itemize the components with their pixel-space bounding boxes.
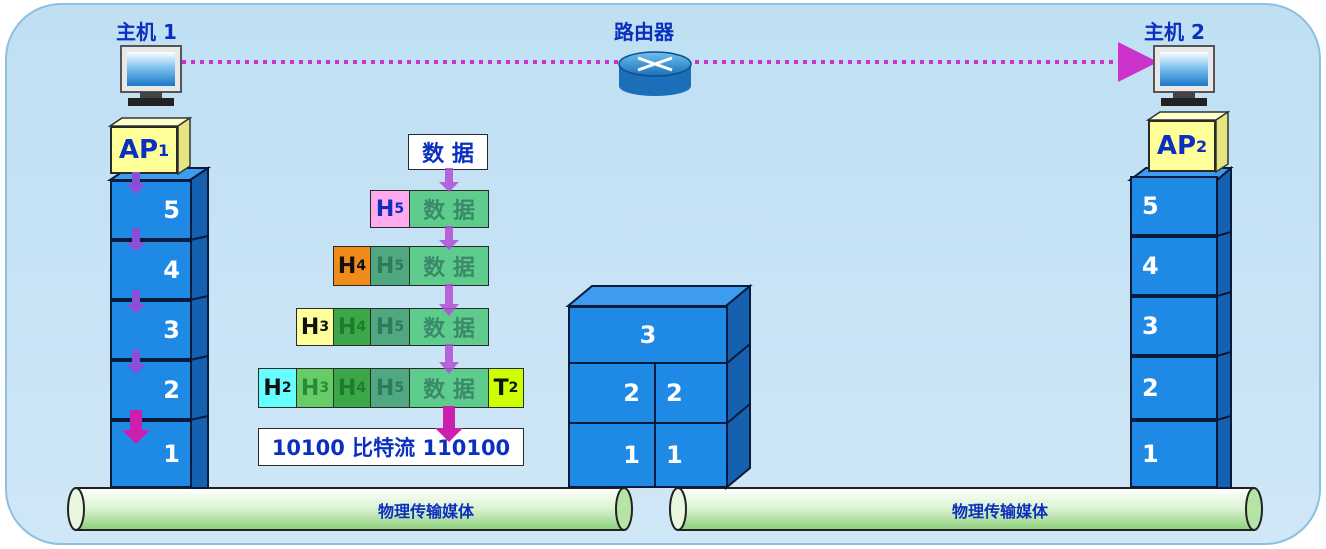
- sub-4: 4: [356, 380, 367, 396]
- data-box-l5: 数 据: [409, 190, 489, 228]
- sub-2: 2: [281, 380, 292, 396]
- physical-medium-right: [669, 487, 1263, 531]
- sub-2: 2: [508, 380, 519, 396]
- router-layer-2-right: 2: [654, 362, 728, 424]
- ap2-sub: 2: [1196, 136, 1208, 156]
- h-letter: H: [375, 253, 395, 279]
- right-layer-5: 5: [1130, 176, 1218, 236]
- router-icon: [618, 51, 692, 96]
- router-layer-3: 3: [568, 306, 728, 364]
- right-layer-4: 4: [1130, 236, 1218, 296]
- h-letter: H: [300, 375, 320, 401]
- right-layer-3: 3: [1130, 296, 1218, 356]
- sub-5: 5: [394, 258, 405, 274]
- sub-5: 5: [394, 319, 405, 335]
- ap1-sub: 1: [158, 140, 170, 160]
- router-layer-1-right: 1: [654, 422, 728, 488]
- data-box-l2: 数 据: [409, 368, 489, 408]
- h-letter: H: [375, 314, 395, 340]
- h-letter: H: [337, 375, 357, 401]
- sub-4: 4: [356, 258, 367, 274]
- left-layer-4: 4: [110, 240, 192, 300]
- router-layer-1-left: 1: [568, 422, 656, 488]
- sub-3: 3: [319, 319, 330, 335]
- left-layer-5: 5: [110, 180, 192, 240]
- h-letter: H: [337, 314, 357, 340]
- host2-label: 主机 2: [1144, 20, 1205, 44]
- computer-icon-host1: [120, 45, 182, 106]
- router-label: 路由器: [614, 20, 674, 44]
- computer-icon-host2: [1153, 45, 1215, 106]
- medium-label-left: 物理传输媒体: [378, 502, 475, 521]
- host1-label: 主机 1: [116, 20, 177, 44]
- left-layer-3: 3: [110, 300, 192, 360]
- left-layer-2: 2: [110, 360, 192, 420]
- router-layer-2-left: 2: [568, 362, 656, 424]
- medium-label-right: 物理传输媒体: [952, 502, 1049, 521]
- bitstream-box: 10100 比特流 110100: [258, 428, 524, 466]
- data-box-l4: 数 据: [409, 246, 489, 286]
- h-letter: H: [300, 314, 320, 340]
- data-box-l3: 数 据: [409, 308, 489, 346]
- right-layer-1: 1: [1130, 420, 1218, 488]
- right-layer-2: 2: [1130, 356, 1218, 420]
- physical-medium-left: [67, 487, 633, 531]
- sub-5: 5: [394, 201, 405, 217]
- ap2-text: AP: [1156, 131, 1197, 161]
- h-letter: H: [375, 196, 395, 222]
- left-layer-1: 1: [110, 420, 192, 488]
- sub-3: 3: [319, 380, 330, 396]
- sub-4: 4: [356, 319, 367, 335]
- ap1-text: AP: [118, 135, 159, 165]
- h-letter: H: [337, 253, 357, 279]
- sub-5: 5: [394, 380, 405, 396]
- t-letter: T: [493, 375, 509, 401]
- h-letter: H: [375, 375, 395, 401]
- h-letter: H: [263, 375, 282, 401]
- data-box: 数 据: [408, 134, 488, 170]
